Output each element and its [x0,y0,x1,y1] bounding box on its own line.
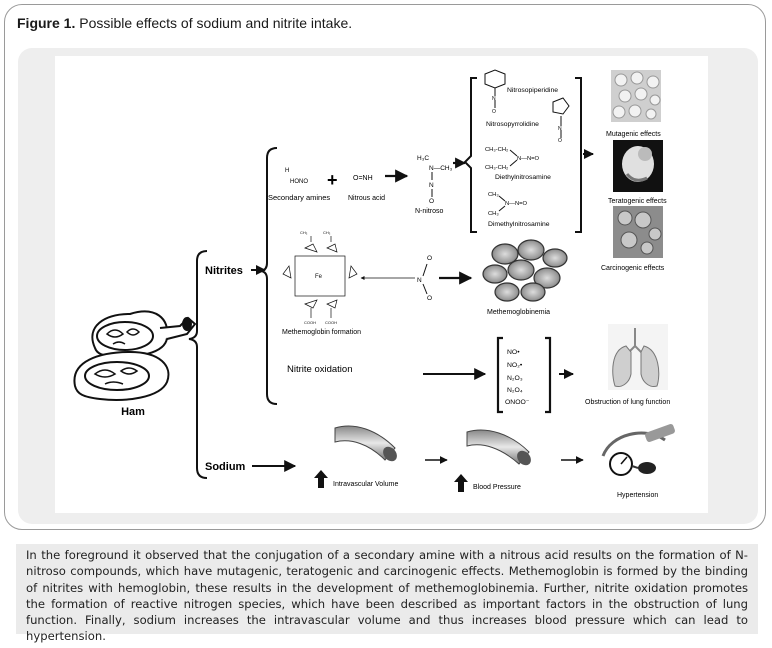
species-bracket-right [545,336,552,414]
nitrosopyrrolidine-structure [552,97,570,138]
obstruction-label: Obstruction of lung function [585,399,670,406]
dimethylnitrosamine-structure: CH₃ N—N=O CH₃ [488,192,528,217]
mutagenic-image [611,70,661,122]
products-bracket-left [463,77,477,233]
h3-text: H [285,168,289,174]
svg-text:CH₃: CH₃ [488,211,499,217]
svg-text:N: N [429,182,434,189]
effect-carcinogenic: Carcinogenic effects [601,265,665,272]
product-diethylnitrosamine: Diethylnitrosamine [495,174,551,181]
svg-text:Fe: Fe [315,274,323,280]
red-blood-cells-image [482,239,568,302]
svg-text:CH₃: CH₃ [300,230,308,235]
main-brace [188,250,208,479]
svg-text:N: N [417,277,422,284]
piperidine-n: N [492,96,496,102]
ham-illustration [73,310,197,401]
svg-text:COOH: COOH [325,320,337,325]
product-dimethylnitrosamine: Dimethylnitrosamine [488,221,550,228]
species-bracket-left [496,336,503,414]
species-n2o3: N₂O₃ [507,375,523,382]
nitrite-ion-structure: O N O [417,255,432,302]
svg-text:O: O [429,198,434,205]
svg-text:N—N=O: N—N=O [517,156,540,162]
nitrite-oxidation-label: Nitrite oxidation [287,364,352,375]
lungs-image [608,324,668,390]
svg-text:COOH: COOH [304,320,316,325]
nitrites-brace [260,147,278,405]
nitrosopiperidine-structure [484,69,506,108]
n-nitroso-label: N-nitroso [415,208,444,215]
sodium-label: Sodium [205,461,246,473]
blood-pressure-up-arrow [454,474,468,492]
intravascular-up-arrow [314,470,328,488]
svg-text:CH₃-CH₂: CH₃-CH₂ [485,165,508,171]
svg-text:N—CH₃: N—CH₃ [429,165,453,172]
caption-text: In the foreground it observed that the c… [26,548,748,644]
effect-mutagenic: Mutagenic effects [606,131,661,138]
nitrous-acid-label: Nitrous acid [348,195,385,202]
hypertension-label: Hypertension [617,492,658,499]
products-bracket-right [575,77,582,233]
secondary-amine-structure: H HONO [285,168,308,185]
svg-text:CH₃: CH₃ [488,192,499,198]
hono-text: HONO [290,179,308,185]
species-no: NO• [507,349,520,356]
species-no2: NO₂• [507,362,523,369]
n-nitroso-structure: H₃C N—CH₃ N O [417,155,453,205]
pyrrolidine-n: N [558,126,562,132]
svg-text:CH₃-CH₂: CH₃-CH₂ [485,147,508,153]
nitrites-label: Nitrites [205,265,243,277]
diagram-svg: Ham Nitrites Sodium H HONO Secondary ami… [73,69,675,499]
onh-formula: O=NH [353,175,373,182]
species-onoo: ONOO⁻ [505,399,530,406]
figure-title: Figure 1. Possible effects of sodium and… [17,15,352,31]
effect-teratogenic: Teratogenic effects [608,198,667,205]
svg-text:H₃C: H₃C [417,155,429,162]
vessel-image-2 [466,429,531,466]
figure-label: Figure 1. [17,15,76,31]
teratogenic-image [613,140,663,192]
svg-text:CH₃: CH₃ [323,230,331,235]
diethylnitrosamine-structure: CH₃-CH₂ N—N=O CH₃-CH₂ [485,147,540,171]
figure-title-text: Possible effects of sodium and nitrite i… [75,15,353,31]
heme-structure: Fe CH₃ CH₃ COOH COOH [282,230,358,325]
svg-text:O: O [427,295,432,302]
blood-pressure-label: Blood Pressure [473,484,521,491]
plus-sign: + [327,170,338,190]
product-nitrosopyrrolidine: Nitrosopyrrolidine [486,121,539,128]
ham-label: Ham [121,406,145,418]
vessel-image-1 [334,425,397,462]
svg-text:O: O [427,255,432,262]
intravascular-volume-label: Intravascular Volume [333,481,398,488]
methemoglobin-formation-label: Methemoglobin formation [282,329,361,336]
carcinogenic-image [613,206,663,258]
species-n2o4: N₂O₄ [507,387,523,394]
svg-text:N—N=O: N—N=O [505,201,528,207]
piperidine-o: O [492,109,496,115]
product-nitrosopiperidine: Nitrosopiperidine [507,87,558,94]
diagram: Ham Nitrites Sodium H HONO Secondary ami… [55,56,708,513]
pyrrolidine-o: O [558,138,562,144]
methemoglobinemia-label: Methemoglobinemia [487,309,550,316]
figure-caption: In the foreground it observed that the c… [16,544,758,643]
sphygmomanometer-image [601,424,675,476]
secondary-amines-label: Secondary amines [268,193,330,202]
